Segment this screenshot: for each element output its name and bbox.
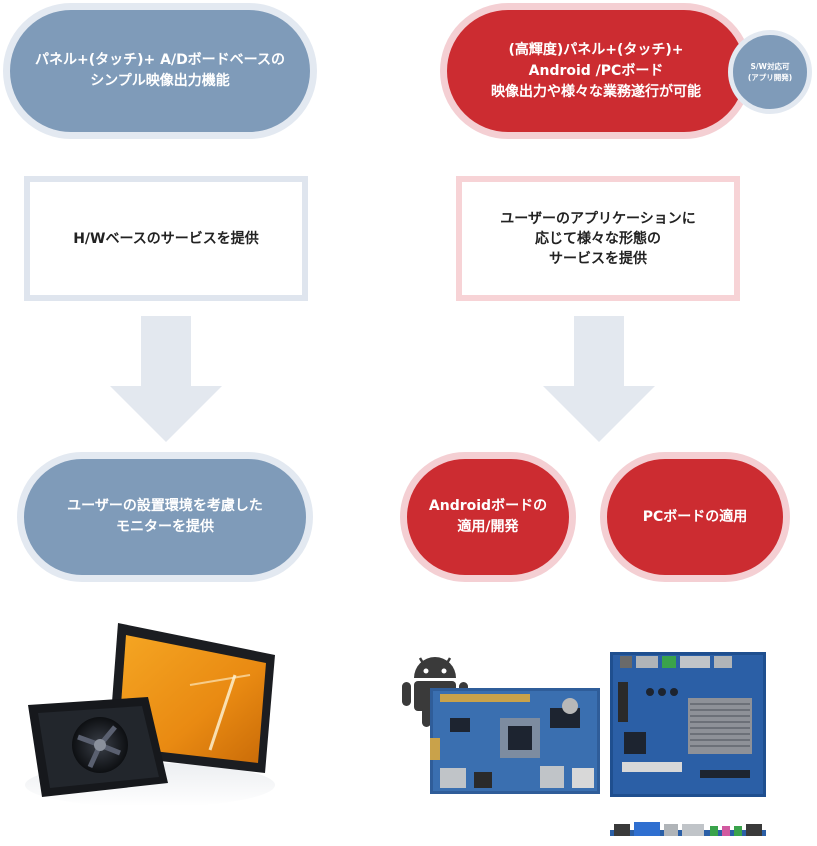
sw-support-badge-text: S/W対応可 (アプリ開発): [747, 62, 793, 82]
left-service-text: H/Wベースのサービスを提供: [73, 230, 259, 247]
android-board-pill-text: Androidボードの 適用/開発: [428, 498, 548, 535]
android-board-image: [430, 688, 600, 794]
pc-board-image: [610, 652, 766, 797]
left-top-pill-text: パネル+(タッチ)+ A/Dボードベースの シンプル映像出力機能: [34, 52, 285, 89]
sw-support-badge: S/W対応可 (アプリ開発): [728, 30, 812, 114]
right-down-arrow: [543, 316, 655, 442]
left-bottom-pill-text: ユーザーの設置環境を考慮した モニターを提供: [67, 498, 263, 535]
monitor-product-image: [25, 623, 275, 805]
pc-board-pill: PCボードの適用: [600, 452, 790, 582]
android-board-pill: Androidボードの 適用/開発: [400, 452, 576, 582]
right-top-pill: (高輝度)パネル+(タッチ)+ Android /PCボード 映像出力や様々な業…: [440, 3, 752, 139]
left-bottom-pill: ユーザーの設置環境を考慮した モニターを提供: [17, 452, 313, 582]
left-down-arrow: [110, 316, 222, 442]
pc-board-pill-text: PCボードの適用: [642, 508, 748, 525]
left-service-box: H/Wベースのサービスを提供: [24, 176, 308, 301]
right-service-text: ユーザーのアプリケーションに 応じて様々な形態の サービスを提供: [500, 210, 696, 267]
left-top-pill: パネル+(タッチ)+ A/Dボードベースの シンプル映像出力機能: [3, 3, 317, 139]
right-top-pill-text: (高輝度)パネル+(タッチ)+ Android /PCボード 映像出力や様々な業…: [491, 41, 701, 100]
pc-board-io-image: [610, 822, 766, 836]
right-service-box: ユーザーのアプリケーションに 応じて様々な形態の サービスを提供: [456, 176, 740, 301]
